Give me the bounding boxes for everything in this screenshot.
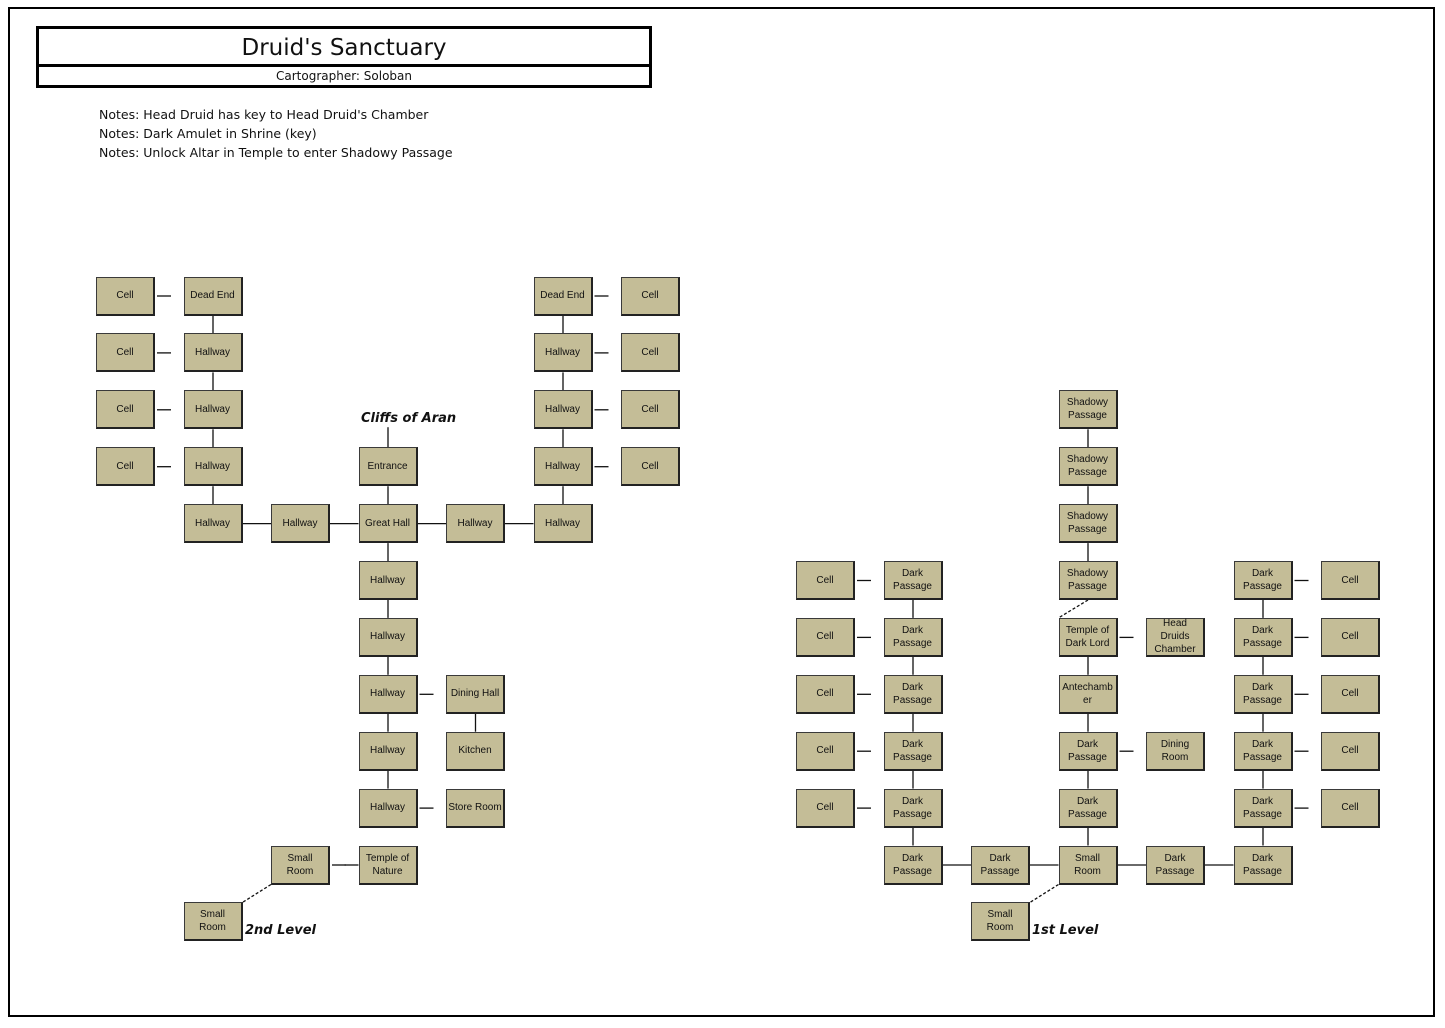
- room-box: Small Room: [271, 845, 330, 885]
- map-title: Druid's Sanctuary: [241, 35, 447, 61]
- room-box: Cell: [1321, 731, 1380, 771]
- room-box: Temple of Nature: [358, 845, 418, 885]
- room-box: Dark Passage: [1233, 788, 1293, 828]
- stairs-connector: [1058, 599, 1089, 619]
- room-box: Dead End: [183, 276, 243, 316]
- room-box: Dark Passage: [883, 561, 943, 600]
- room-box: Dead End: [533, 276, 593, 316]
- room-box: Hallway: [358, 617, 418, 657]
- level-1-label: 1st Level: [1032, 923, 1099, 938]
- room-box: Cell: [621, 447, 680, 487]
- room-box: Cell: [621, 276, 680, 316]
- room-box: Dark Passage: [1233, 674, 1293, 714]
- cartographer: Cartographer: Soloban: [39, 64, 649, 85]
- room-box: Cell: [96, 276, 155, 316]
- stairs-connector: [242, 883, 272, 903]
- room-box: Hallway: [446, 504, 505, 544]
- note: Notes: Unlock Altar in Temple to enter S…: [99, 145, 453, 160]
- room-box: Cell: [1321, 788, 1380, 828]
- room-box: Hallway: [358, 674, 418, 714]
- room-box: Hallway: [533, 447, 593, 487]
- room-box: Dark Passage: [1058, 788, 1118, 828]
- room-box: Cell: [1321, 674, 1380, 714]
- room-box: Hallway: [271, 504, 330, 544]
- room-box: Shadowy Passage: [1058, 504, 1118, 544]
- room-box: Small Room: [971, 902, 1030, 942]
- room-box: Cell: [96, 333, 155, 373]
- room-box: Hallway: [358, 788, 418, 828]
- room-box: Hallway: [358, 561, 418, 600]
- room-box: Head Druids Chamber: [1146, 617, 1205, 657]
- room-box: Hallway: [533, 390, 593, 430]
- title-block: Druid's Sanctuary Cartographer: Soloban: [36, 26, 652, 88]
- room-box: Shadowy Passage: [1058, 447, 1118, 487]
- room-box: Cell: [796, 731, 855, 771]
- room-box: Kitchen: [446, 731, 505, 771]
- room-box: Dark Passage: [971, 845, 1030, 885]
- room-box: Dark Passage: [1233, 731, 1293, 771]
- room-box: Great Hall: [358, 504, 418, 544]
- room-box: Cell: [96, 390, 155, 430]
- stairs-connector: [1029, 883, 1059, 903]
- room-box: Cell: [1321, 617, 1380, 657]
- room-box: Cell: [796, 674, 855, 714]
- room-box: Hallway: [533, 333, 593, 373]
- room-box: Dining Hall: [446, 674, 505, 714]
- level-2-label: 2nd Level: [245, 923, 316, 938]
- room-box: Cell: [621, 333, 680, 373]
- room-box: Cell: [96, 447, 155, 487]
- room-box: Dark Passage: [883, 674, 943, 714]
- room-box: Dining Room: [1146, 731, 1205, 771]
- room-box: Dark Passage: [1146, 845, 1205, 885]
- room-box: Hallway: [183, 333, 243, 373]
- room-box: Cell: [621, 390, 680, 430]
- page-frame: [8, 7, 1435, 1017]
- room-box: Cell: [1321, 561, 1380, 600]
- note: Notes: Dark Amulet in Shrine (key): [99, 126, 317, 141]
- room-box: Entrance: [358, 447, 418, 487]
- room-box: Small Room: [1058, 845, 1118, 885]
- room-box: Shadowy Passage: [1058, 561, 1118, 600]
- room-box: Dark Passage: [883, 845, 943, 885]
- room-box: Dark Passage: [883, 788, 943, 828]
- room-box: Shadowy Passage: [1058, 390, 1118, 430]
- room-box: Cell: [796, 788, 855, 828]
- room-box: Antechamb er: [1058, 674, 1118, 714]
- room-box: Store Room: [446, 788, 505, 828]
- room-box: Hallway: [533, 504, 593, 544]
- room-box: Cell: [796, 617, 855, 657]
- cliffs-of-aran-label: Cliffs of Aran: [361, 411, 457, 426]
- room-box: Dark Passage: [1233, 845, 1293, 885]
- room-box: Temple of Dark Lord: [1058, 617, 1118, 657]
- room-box: Cell: [796, 561, 855, 600]
- room-box: Hallway: [183, 447, 243, 487]
- room-box: Dark Passage: [883, 617, 943, 657]
- room-box: Hallway: [358, 731, 418, 771]
- room-box: Hallway: [183, 504, 243, 544]
- room-box: Dark Passage: [1058, 731, 1118, 771]
- room-box: Small Room: [183, 902, 243, 942]
- room-box: Hallway: [183, 390, 243, 430]
- note: Notes: Head Druid has key to Head Druid'…: [99, 107, 429, 122]
- room-box: Dark Passage: [883, 731, 943, 771]
- room-box: Dark Passage: [1233, 617, 1293, 657]
- room-box: Dark Passage: [1233, 561, 1293, 600]
